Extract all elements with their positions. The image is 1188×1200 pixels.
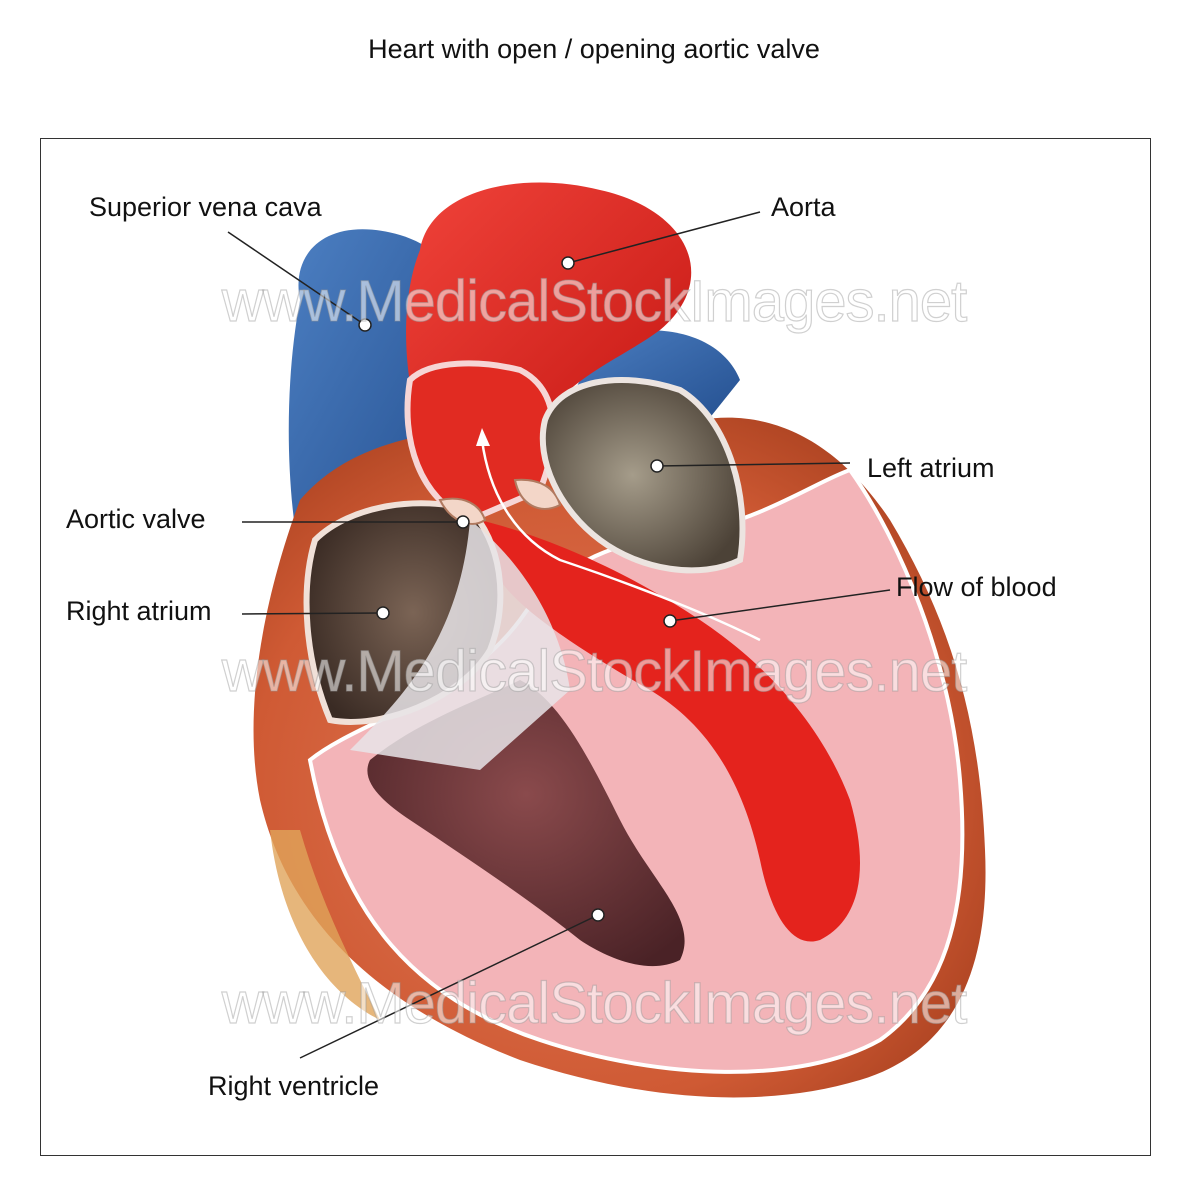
- watermark-bottom: www.MedicalStockImages.net: [221, 970, 968, 1036]
- tricuspid-valve: [350, 520, 570, 770]
- label-dots: [358, 256, 677, 922]
- watermark-middle: www.MedicalStockImages.net: [221, 638, 968, 704]
- label-flow-of-blood: Flow of blood: [896, 572, 1057, 602]
- page-title: Heart with open / opening aortic valve: [368, 34, 820, 64]
- label-right-ventricle: Right ventricle: [208, 1071, 380, 1101]
- left-ventricle-blood: [480, 520, 860, 942]
- diagram-frame: [40, 138, 1151, 1156]
- label-superior-vena-cava: Superior vena cava: [89, 192, 322, 222]
- aortic-valve-cusp-left: [438, 497, 487, 525]
- leader-lines: [227, 211, 891, 1059]
- flow-arrowhead: [476, 428, 490, 446]
- flow-of-blood-arrow: [480, 439, 761, 642]
- label-right-atrium: Right atrium: [66, 596, 212, 626]
- label-aorta: Aorta: [771, 192, 836, 222]
- aortic-valve-cusp-right: [513, 478, 562, 510]
- label-aortic-valve: Aortic valve: [66, 504, 206, 534]
- watermark-top: www.MedicalStockImages.net: [221, 268, 968, 334]
- left-atrium-cavity: [539, 377, 746, 574]
- label-left-atrium: Left atrium: [867, 453, 995, 483]
- fat-patch: [270, 830, 380, 1020]
